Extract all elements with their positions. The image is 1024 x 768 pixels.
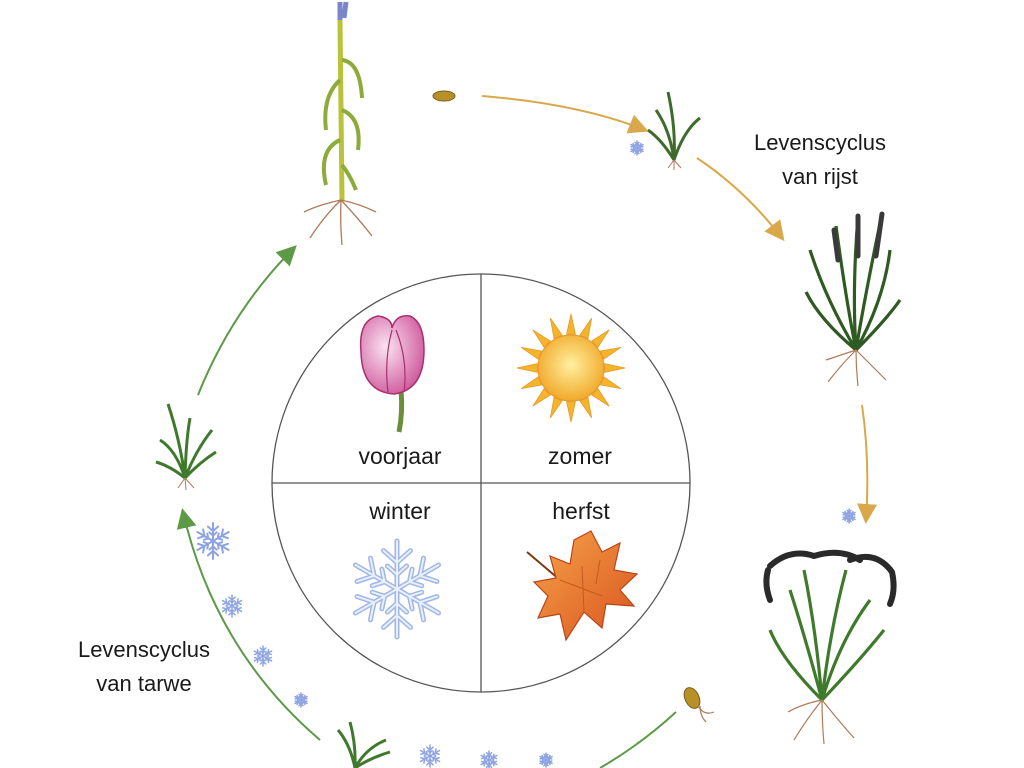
small-snowflake-icon — [196, 522, 230, 560]
rice-arrow-plant-to-mature — [857, 404, 878, 524]
season-label-summer: zomer — [548, 443, 612, 469]
rice-cycle-label-line1: Levenscyclus — [753, 130, 887, 155]
rice-arrow-seedling-to-plant — [696, 157, 785, 242]
wheat-cycle-arrows — [176, 245, 677, 768]
rice-seedling — [647, 91, 701, 170]
small-snowflakes — [196, 140, 856, 768]
wheat-cycle-label-line2: van tarwe — [96, 671, 192, 696]
small-snowflake-icon — [539, 752, 553, 768]
wheat-arrow-seed-to-sprout — [599, 711, 677, 768]
rice-seed — [432, 90, 456, 102]
season-label-autumn: herfst — [552, 498, 610, 524]
wheat-arrow-sprout-to-tiller — [176, 508, 321, 741]
small-snowflake-icon — [842, 508, 856, 524]
sun-icon — [516, 313, 626, 423]
small-snowflake-icon — [419, 744, 441, 768]
small-snowflake-icon — [630, 140, 644, 156]
rice-cycle-label: Levenscyclus van rijst — [736, 126, 904, 194]
season-label-winter: winter — [369, 498, 431, 524]
mature-wheat-plant — [303, 1, 377, 246]
maple-leaf-icon — [526, 530, 639, 642]
snowflake-icon — [352, 538, 442, 640]
rice-arrow-seed-to-seedling — [481, 95, 649, 134]
wheat-arrow-tiller-to-mature — [197, 245, 297, 396]
season-wheel — [271, 273, 691, 693]
wheat-tiller — [155, 403, 217, 491]
season-label-spring: voorjaar — [358, 443, 442, 469]
tulip-icon — [359, 315, 425, 433]
germinating-seed — [683, 687, 715, 723]
wheat-sprout — [336, 721, 391, 768]
wheat-cycle-label-line1: Levenscyclus — [77, 637, 211, 662]
wheat-cycle-label: Levenscyclus van tarwe — [60, 633, 228, 701]
small-snowflake-icon — [294, 692, 308, 708]
small-snowflake-icon — [253, 645, 273, 667]
rice-cycle-arrows — [481, 95, 878, 524]
small-snowflake-icon — [221, 594, 243, 618]
rice-cycle-label-line2: van rijst — [782, 164, 858, 189]
mature-rice-plant — [763, 549, 897, 745]
rice-plant — [804, 211, 902, 387]
small-snowflake-icon — [480, 750, 498, 768]
